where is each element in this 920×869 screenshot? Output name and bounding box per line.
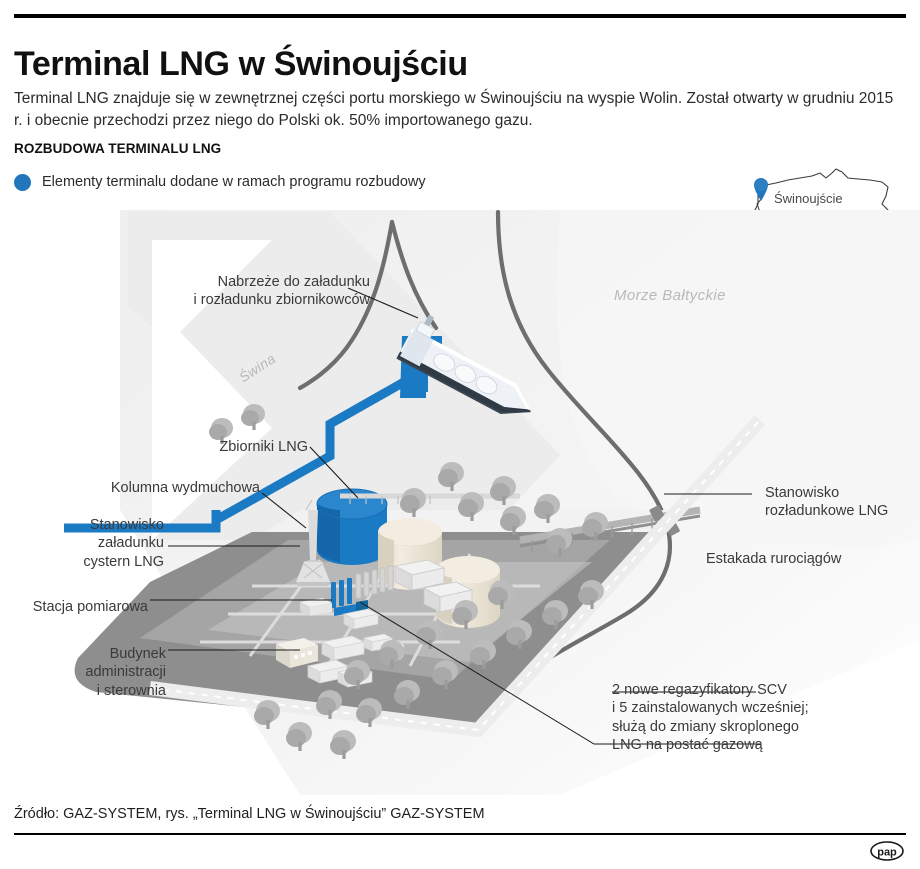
callout-kolumna-wydmuchowa: Kolumna wydmuchowa <box>110 480 260 496</box>
terminal-illustration <box>0 210 920 795</box>
bottom-rule <box>14 833 906 835</box>
callout-stacja-pomiarowa: Stacja pomiarowa <box>32 599 148 615</box>
legend-label: Elementy terminalu dodane w ramach progr… <box>42 174 426 191</box>
source-line: Źródło: GAZ-SYSTEM, rys. „Terminal LNG w… <box>14 806 485 822</box>
legend-dot-icon <box>14 174 31 191</box>
top-rule <box>14 14 906 18</box>
callout-budynek-administracji: Budynek administracji i sterownia <box>85 646 166 699</box>
locator-city-label: Świnoujście <box>774 191 843 206</box>
pap-logo: pap <box>870 841 904 861</box>
section-heading: ROZBUDOWA TERMINALU LNG <box>14 141 222 156</box>
callout-stanowisko-rozladunkowe: Stanowisko rozładunkowe LNG <box>765 485 889 520</box>
scv-regasifiers-existing <box>355 565 394 599</box>
map-marker-icon <box>754 178 768 201</box>
process-buildings <box>393 559 474 613</box>
expansion-pipeline <box>64 370 421 533</box>
callout-leader-lines <box>150 287 760 745</box>
geo-label-sea: Morze Bałtyckie <box>614 287 726 304</box>
pap-logo-icon: pap <box>870 841 904 861</box>
site-buildings <box>306 608 404 688</box>
lng-carrier-ship <box>396 314 532 415</box>
callout-estakada-rurociagow: Estakada rurociągów <box>706 551 842 567</box>
callout-zbiorniki-lng: Zbiorniki LNG <box>219 439 308 455</box>
terminal-isometric-scene <box>64 210 920 795</box>
tree-cluster <box>209 404 608 759</box>
callout-nabrzeze: Nabrzeże do załadunku i rozładunku zbior… <box>193 274 371 309</box>
svg-text:pap: pap <box>877 847 897 859</box>
lng-tank-blue <box>316 488 388 565</box>
tanker-loading-bay <box>340 493 520 504</box>
callout-stanowisko-zaladunku: Stanowisko załadunku cystern LNG <box>83 517 164 570</box>
page-title: Terminal LNG w Świnoujściu <box>14 44 468 83</box>
intro-paragraph: Terminal LNG znajduje się w zewnętrznej … <box>14 89 894 129</box>
callout-scv-regazyfikatory: 2 nowe regazyfikatory SCV i 5 zainstalow… <box>612 682 809 753</box>
perimeter-road <box>149 415 766 738</box>
legend: Elementy terminalu dodane w ramach progr… <box>14 174 426 191</box>
process-equipment-cluster <box>331 559 474 616</box>
scv-regasifiers-new <box>331 578 368 616</box>
blowdown-column <box>296 499 330 586</box>
